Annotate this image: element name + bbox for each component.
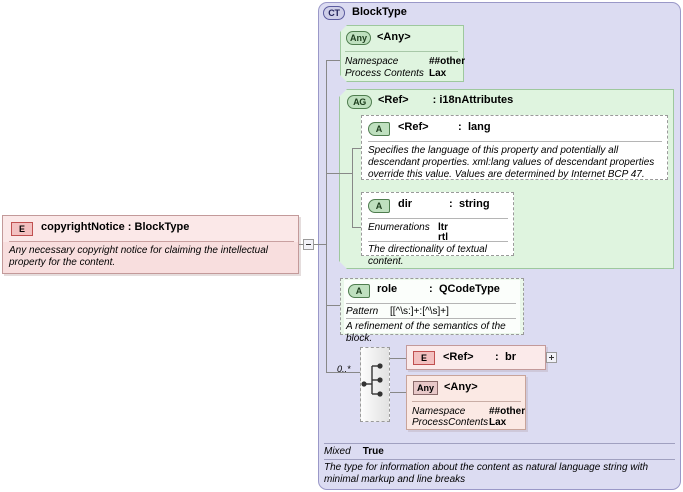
complextype-mixed-label: Mixed [324, 446, 351, 457]
element-ref-br-type: br [505, 351, 516, 363]
element-expander-toggle[interactable] [303, 239, 314, 250]
any-top-namespace-row: Namespace ##other [345, 56, 465, 67]
attribute-role-name: role [377, 283, 398, 295]
branch-to-attr-role [326, 305, 340, 306]
attribute-lang-box[interactable]: A <Ref> : lang Specifies the language of… [361, 115, 668, 180]
complextype-footer-rule-bottom [324, 459, 675, 460]
complextype-badge-icon: CT [323, 6, 345, 20]
attribute-dir-name: dir [398, 198, 413, 210]
attribute-dir-box[interactable]: A dir : string Enumerations ltr rtl The … [361, 192, 514, 267]
any-bottom-title: <Any> [444, 381, 478, 393]
element-header [3, 216, 298, 242]
connector-expander-to-complextype [314, 244, 326, 245]
attribute-dir-facet-label: Enumerations ltr [368, 222, 448, 233]
element-ref-br-box[interactable]: E <Ref> : br [406, 345, 546, 370]
any-bottom-processcontents-key: ProcessContents [412, 417, 489, 428]
complextype-footer-rule-top [324, 443, 675, 444]
element-ref-br-name: <Ref> [443, 351, 474, 363]
complextype-mixed-row: Mixed True [324, 446, 675, 457]
attribute-role-pattern-value: [[^\s:]+:[^\s]+] [390, 306, 449, 317]
attribute-badge-icon: A [368, 122, 390, 136]
attribute-lang-name: <Ref> [398, 121, 429, 133]
attribute-lang-colon: : [458, 121, 462, 133]
tree-spine-vertical [326, 60, 327, 372]
attributegroup-colon: : [432, 94, 437, 106]
any-top-processcontents-value: Lax [429, 68, 447, 79]
attribute-dir-rule-bottom [368, 241, 508, 242]
element-copyrightnotice-box[interactable]: E copyrightNotice : BlockType Any necess… [2, 215, 299, 274]
attribute-lang-rule [368, 141, 662, 142]
branch-to-compositor [326, 372, 360, 373]
any-bottom-box[interactable]: Any <Any> Namespace ##other ProcessConte… [406, 375, 526, 430]
attributegroup-inner-spine [352, 148, 353, 227]
connector-spine-to-ag-inner [326, 173, 352, 174]
attribute-dir-enum-ltr: ltr [438, 222, 448, 233]
branch-to-attr-dir [352, 227, 362, 228]
complextype-mixed-value: True [362, 446, 384, 457]
element-title: copyrightNotice : BlockType [41, 221, 190, 233]
any-bottom-processcontents-row: ProcessContents Lax [412, 417, 521, 428]
any-bottom-namespace-value: ##other [489, 406, 526, 417]
element-separator-rule [9, 241, 294, 242]
any-top-processcontents-row: Process Contents Lax [345, 68, 458, 79]
attribute-badge-icon: A [368, 199, 390, 213]
any-bottom-processcontents-value: Lax [489, 417, 507, 428]
attributegroup-type: i18nAttributes [439, 94, 514, 106]
attribute-role-facet-key: Pattern [346, 306, 379, 317]
complextype-title: BlockType [352, 6, 407, 18]
any-badge-icon: Any [413, 381, 438, 395]
any-badge-icon: Any [346, 31, 371, 45]
branch-to-attr-lang [352, 148, 362, 149]
attribute-dir-rule-top [368, 218, 508, 219]
choice-compositor-icon [361, 363, 383, 397]
any-top-rule [345, 51, 458, 52]
branch-to-any-top [326, 60, 340, 61]
attribute-badge-icon: A [348, 284, 370, 298]
compositor-cardinality: 0..* [337, 364, 351, 374]
complextype-description: The type for information about the conte… [324, 462, 649, 485]
attribute-role-description: A refinement of the semantics of the blo… [346, 321, 506, 344]
attributegroup-name: <Ref> [378, 94, 409, 106]
any-bottom-namespace-row: Namespace ##other [412, 406, 525, 417]
attribute-dir-description: The directionality of textual content. [368, 244, 487, 267]
connector-compositor-to-any-bottom [390, 392, 406, 393]
any-top-processcontents-key: Process Contents [345, 68, 424, 79]
element-ref-br-expander-toggle[interactable] [546, 352, 557, 363]
attribute-role-facet-row: Pattern [[^\s:]+:[^\s]+] [346, 306, 449, 317]
element-badge-icon: E [11, 222, 33, 236]
attribute-dir-enum-rtl: rtl [438, 232, 448, 243]
attribute-role-box[interactable]: A role : QCodeType Pattern [[^\s:]+:[^\s… [344, 280, 520, 344]
element-description: Any necessary copyright notice for claim… [9, 245, 269, 268]
connector-element-to-expander [299, 244, 305, 245]
connector-compositor-to-br [390, 358, 406, 359]
attribute-dir-colon: : [449, 198, 453, 210]
any-top-title: <Any> [377, 31, 411, 43]
any-top-namespace-key: Namespace [345, 56, 399, 67]
element-ref-br-colon: : [495, 351, 499, 363]
any-bottom-namespace-key: Namespace [412, 406, 466, 417]
attribute-lang-type: lang [468, 121, 491, 133]
attribute-role-rule-bottom [346, 318, 516, 319]
any-bottom-rule [412, 401, 521, 402]
element-badge-icon: E [413, 351, 435, 365]
attribute-lang-description: Specifies the language of this property … [368, 145, 655, 180]
attributegroup-title: <Ref>: i18nAttributes [378, 94, 513, 106]
attribute-dir-type: string [459, 198, 490, 210]
any-top-namespace-value: ##other [429, 56, 466, 67]
attribute-role-type: QCodeType [439, 283, 500, 295]
attribute-dir-facet-key: Enumerations [368, 222, 430, 233]
choice-compositor-box[interactable] [360, 347, 390, 422]
attribute-role-rule-top [346, 303, 516, 304]
attributegroup-badge-icon: AG [347, 95, 372, 109]
attribute-role-colon: : [429, 283, 433, 295]
